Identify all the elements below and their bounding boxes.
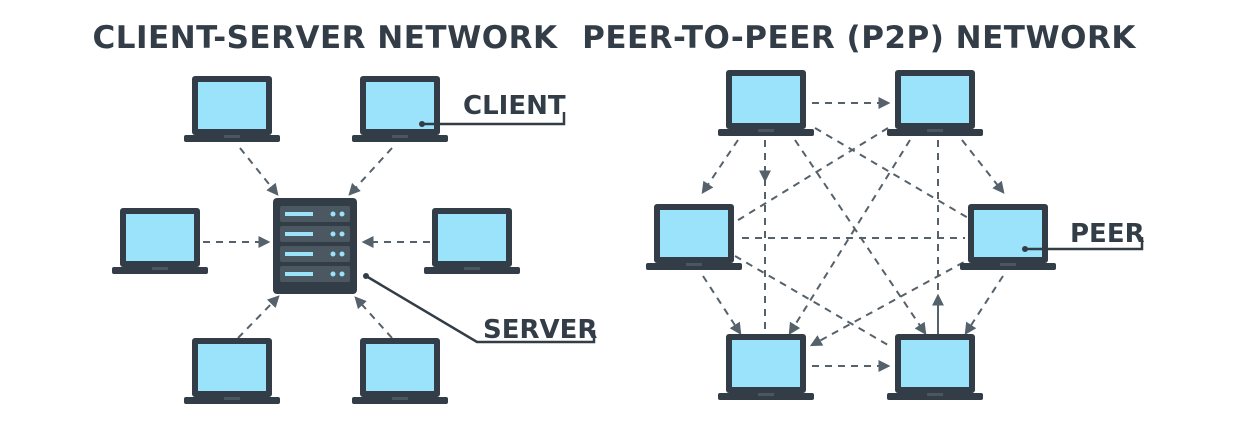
laptop-icon	[646, 204, 742, 270]
laptop-icon	[718, 334, 814, 400]
laptop-icon	[424, 208, 520, 274]
peer-callout: PEER	[1022, 219, 1145, 252]
peer-label: PEER	[1070, 219, 1145, 249]
laptop-icon	[184, 338, 280, 404]
client-callout: CLIENT	[419, 91, 566, 127]
client-server-title: CLIENT-SERVER NETWORK	[92, 20, 558, 56]
laptop-icon	[352, 76, 448, 142]
laptop-icon	[887, 70, 983, 136]
p2p-links	[701, 97, 1005, 372]
server-label: SERVER	[483, 315, 597, 345]
laptop-icon	[112, 208, 208, 274]
server-rack-icon	[273, 198, 357, 294]
p2p-title: PEER-TO-PEER (P2P) NETWORK	[582, 20, 1136, 56]
client-server-links	[203, 147, 430, 339]
laptop-icon	[184, 76, 280, 142]
laptop-icon	[718, 70, 814, 136]
client-label: CLIENT	[463, 91, 566, 121]
server-callout: SERVER	[363, 273, 597, 345]
laptop-icon	[960, 204, 1056, 270]
laptop-icon	[352, 338, 448, 404]
laptop-icon	[887, 334, 983, 400]
